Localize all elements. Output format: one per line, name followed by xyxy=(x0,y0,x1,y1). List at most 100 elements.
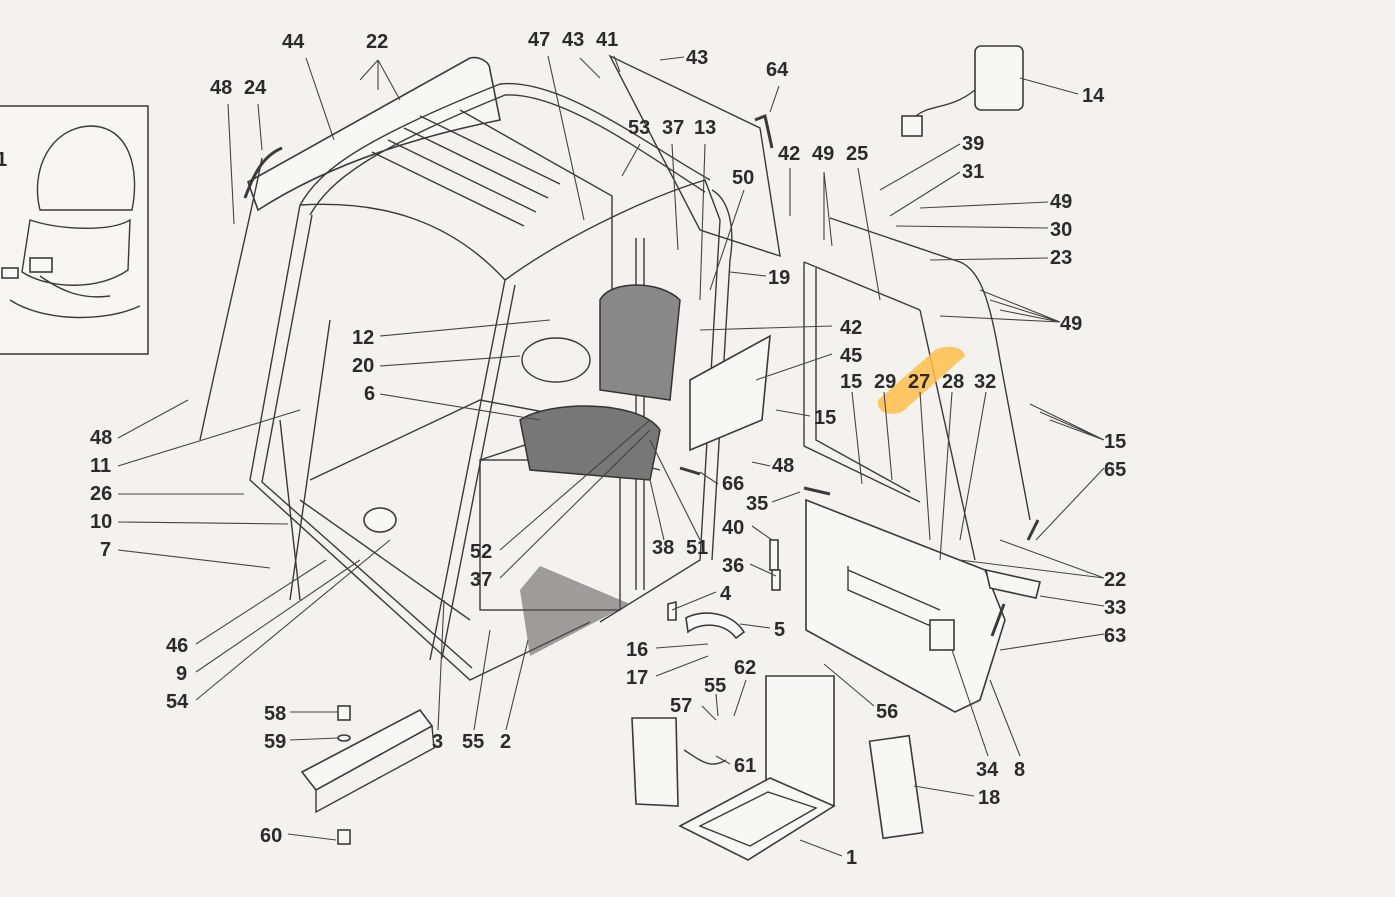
callout-label: 6 xyxy=(364,383,375,405)
roof-panel xyxy=(247,56,501,212)
callout-label: 33 xyxy=(1104,597,1126,619)
callout-label: 34 xyxy=(976,759,999,781)
callout-label: 43 xyxy=(562,29,584,51)
decal-sticker xyxy=(631,717,679,807)
callout-label: 44 xyxy=(282,31,305,53)
callout-label: 54 xyxy=(166,691,189,713)
callout-labels: 1 44 22 47 43 41 43 64 14 48 24 53 37 13… xyxy=(0,29,1126,869)
callout-label: 51 xyxy=(686,537,708,559)
callout-label: 45 xyxy=(840,345,862,367)
callout-label: 15 xyxy=(1104,431,1126,453)
callout-label: 23 xyxy=(1050,247,1072,269)
callout-label: 58 xyxy=(264,703,286,725)
callout-label: 28 xyxy=(942,371,964,393)
callout-label: 29 xyxy=(874,371,896,393)
callout-label: 40 xyxy=(722,517,744,539)
door-handle xyxy=(984,568,1041,599)
callout-label: 53 xyxy=(628,117,650,139)
callout-label: 35 xyxy=(746,493,768,515)
highlighted-callout-label: 27 xyxy=(908,371,930,393)
floor-grating xyxy=(520,566,630,656)
callout-label: 16 xyxy=(626,639,648,661)
callout-label: 42 xyxy=(840,317,862,339)
callout-label: 65 xyxy=(1104,459,1126,481)
top-window-sheet xyxy=(608,54,781,258)
callout-label: 1 xyxy=(0,149,7,171)
callout-label: 17 xyxy=(626,667,648,689)
callout-label: 47 xyxy=(528,29,550,51)
seal-strip-64 xyxy=(754,113,774,149)
callout-label: 15 xyxy=(814,407,836,429)
callout-label: 48 xyxy=(772,455,794,477)
left-seal-strip xyxy=(243,146,283,199)
callout-label: 25 xyxy=(846,143,868,165)
callout-label: 52 xyxy=(470,541,492,563)
callout-label: 22 xyxy=(1104,569,1126,591)
callout-label: 64 xyxy=(766,59,789,81)
callout-label: 26 xyxy=(90,483,112,505)
callout-label: 66 xyxy=(722,473,744,495)
callout-label: 3 xyxy=(432,731,443,753)
callout-label: 49 xyxy=(1050,191,1072,213)
callout-label: 12 xyxy=(352,327,374,349)
callout-label: 63 xyxy=(1104,625,1126,647)
callout-label: 55 xyxy=(462,731,484,753)
door-frame xyxy=(803,217,1031,561)
callout-label: 4 xyxy=(720,583,732,605)
left-window-glass xyxy=(199,157,263,441)
lower-door-panel xyxy=(805,498,1006,713)
highlight-marker xyxy=(877,346,965,414)
callout-label: 59 xyxy=(264,731,286,753)
callout-label: 46 xyxy=(166,635,188,657)
callout-label: 42 xyxy=(778,143,800,165)
gas-strut-65 xyxy=(1026,519,1040,541)
callout-label: 48 xyxy=(90,427,112,449)
callout-label: 48 xyxy=(210,77,232,99)
callout-label: 32 xyxy=(974,371,996,393)
steering-wheel xyxy=(521,337,591,383)
callout-label: 24 xyxy=(244,77,267,99)
leader-lines xyxy=(117,55,1105,857)
callout-label: 11 xyxy=(90,455,111,477)
document-holder xyxy=(678,675,836,861)
callout-label: 8 xyxy=(1014,759,1025,781)
inset-seat-drawing xyxy=(0,105,149,355)
callout-label: 43 xyxy=(686,47,708,69)
callout-label: 50 xyxy=(732,167,754,189)
callout-label: 37 xyxy=(662,117,684,139)
callout-label: 55 xyxy=(704,675,726,697)
manual-booklet xyxy=(868,734,924,840)
callout-label: 18 xyxy=(978,787,1000,809)
operator-seat xyxy=(519,284,681,481)
callout-label: 9 xyxy=(176,663,187,685)
mounting-rail xyxy=(300,705,435,845)
callout-label: 57 xyxy=(670,695,692,717)
callout-label: 37 xyxy=(470,569,492,591)
callout-label: 62 xyxy=(734,657,756,679)
callout-label: 30 xyxy=(1050,219,1072,241)
callout-label: 10 xyxy=(90,511,112,533)
callout-label: 22 xyxy=(366,31,388,53)
mirror-assembly xyxy=(901,45,1024,137)
callout-label: 7 xyxy=(100,539,111,561)
callout-label: 38 xyxy=(652,537,674,559)
callout-label: 14 xyxy=(1082,85,1105,107)
callout-label: 1 xyxy=(846,847,857,869)
callout-label: 19 xyxy=(768,267,790,289)
callout-label: 39 xyxy=(962,133,984,155)
seal-strip-63 xyxy=(990,603,1006,637)
callout-label: 15 xyxy=(840,371,862,393)
callout-label: 2 xyxy=(500,731,511,753)
callout-label: 20 xyxy=(352,355,374,377)
callout-label: 49 xyxy=(812,143,834,165)
callout-label: 49 xyxy=(1060,313,1082,335)
callout-label: 5 xyxy=(774,619,785,641)
callout-label: 13 xyxy=(694,117,716,139)
callout-label: 36 xyxy=(722,555,744,577)
callout-label: 61 xyxy=(734,755,756,777)
callout-label: 31 xyxy=(962,161,984,183)
callout-label: 56 xyxy=(876,701,898,723)
rear-window-panel xyxy=(689,334,771,452)
